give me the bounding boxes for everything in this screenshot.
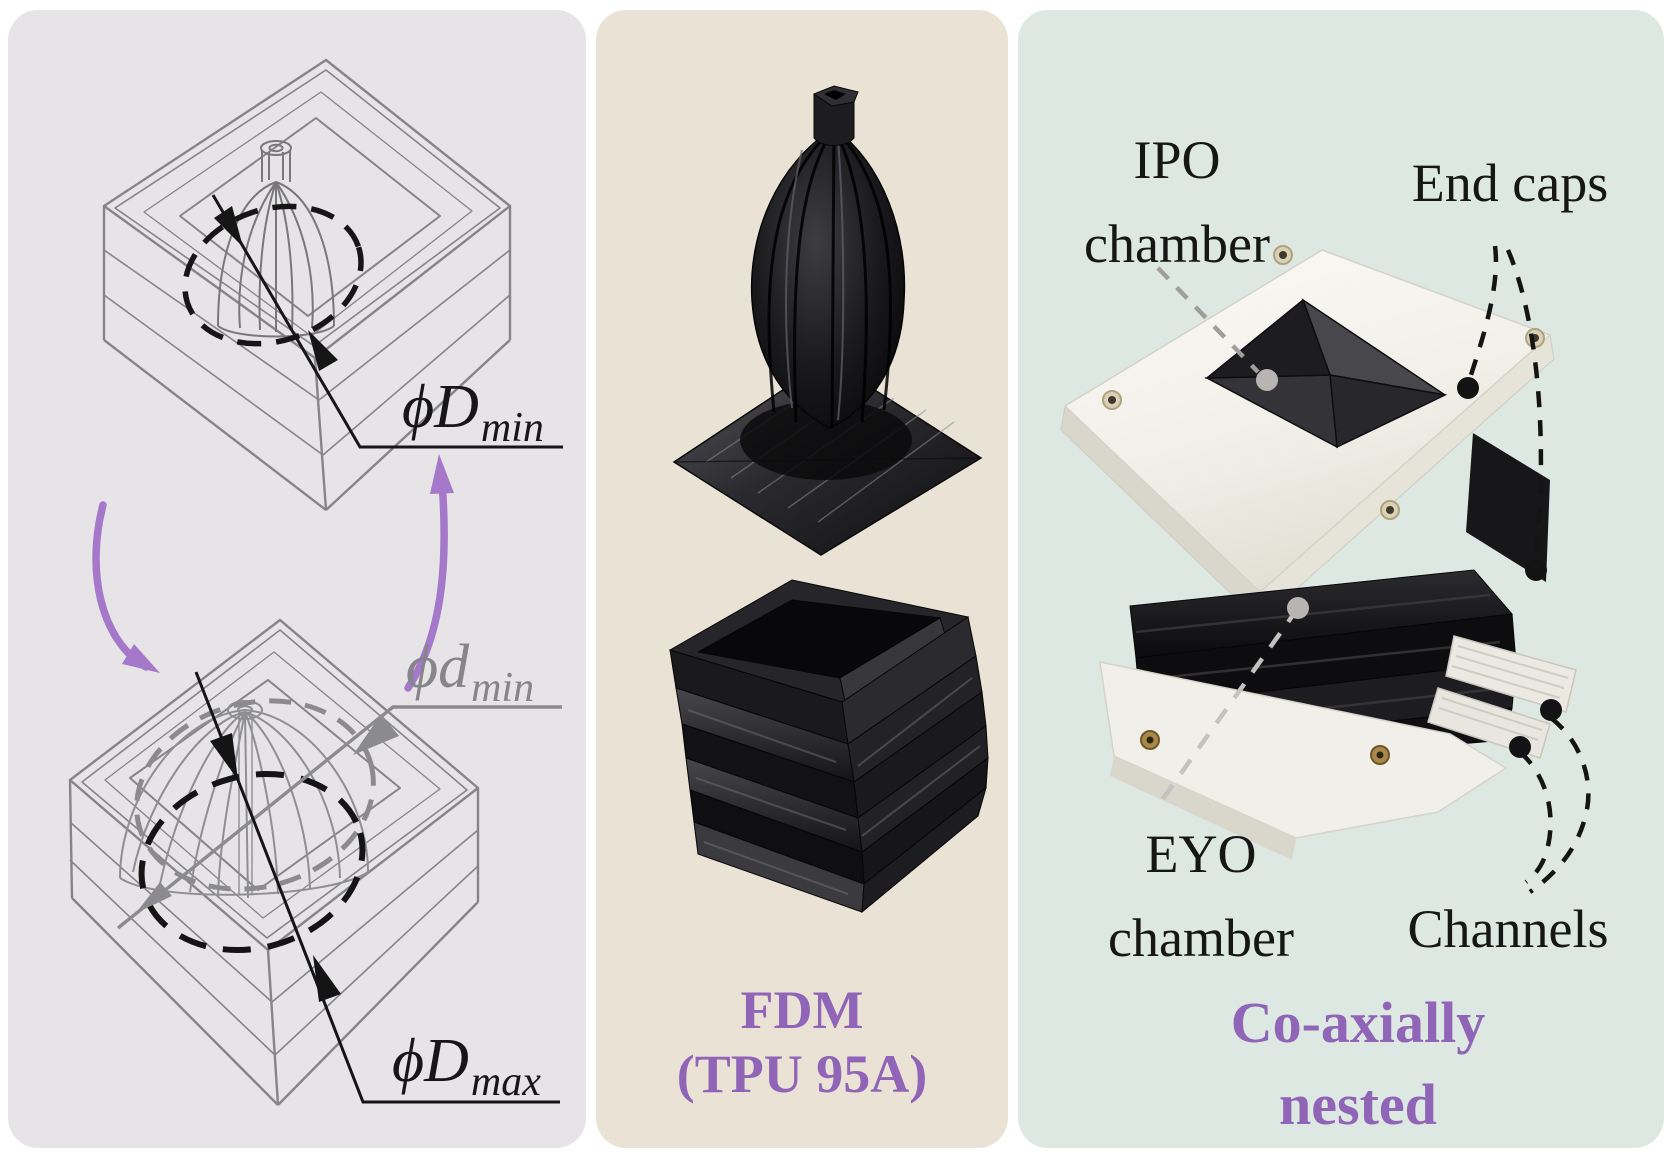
cap-screw-holes [1102,245,1545,520]
dimension-arrow-dsmall-min [116,705,562,930]
label-channels: Channels [1407,899,1609,959]
channel-opening-2 [1509,736,1531,758]
dim-label-dsmall-min-main: ϕd [406,633,470,701]
caption-fdm-line2: (TPU 95A) [676,1044,928,1104]
label-ipo-chamber: IPO chamber [1047,118,1307,286]
panel-assembled-actuator: IPO chamber End caps EYO chamber Channel… [1018,10,1664,1148]
dim-label-dmin-main: ϕD [402,373,479,441]
air-channel-tubes [1427,635,1577,759]
wireframe-box-collapsed [102,58,512,511]
cycle-arrow-up [404,454,454,692]
label-eyo-chamber: EYO chamber [1071,812,1331,980]
bellows-sheen [687,677,981,895]
wireframe-box-expanded [68,618,480,1106]
actuator-bottom-cap [1099,661,1508,860]
caption-fdm-line1: FDM [740,980,864,1040]
dashed-circle-dsmall-min [134,698,376,892]
label-eyo-line1: EYO [1145,824,1257,884]
ipo-pyramid [1204,298,1448,449]
eyo-bellows-print [668,579,989,914]
leader-ipo [1156,266,1260,374]
dim-label-dmax: ϕDmax [392,1026,541,1105]
bladder-ridges [767,126,893,429]
printed-parts-photo [668,85,989,914]
actuator-bellows-upper [1466,433,1550,582]
ipo-bladder-print [672,85,983,556]
dimension-arrow-dmax [194,671,560,1104]
label-eyo-line2: chamber [1108,908,1294,968]
end-cap-dot-bottom [1525,559,1547,581]
leader-channels [1518,716,1591,894]
cycle-arrow-down [92,501,160,673]
label-end-caps: End caps [1411,153,1609,213]
ipo-pointer-dot [1256,369,1278,391]
dashed-circle-dmin [182,203,364,347]
label-ipo-line2: chamber [1084,214,1270,274]
caption-nested-line2: nested [1279,1072,1437,1137]
dimension-arrow-dmin [211,194,563,449]
caption-co-axially-nested: Co-axially nested [1198,982,1518,1146]
origami-dome-expanded [119,700,369,899]
dim-label-dmax-main: ϕD [392,1027,469,1095]
end-cap-dot-top [1457,377,1479,399]
eyo-pointer-dot [1287,597,1309,619]
bladder-body [750,127,906,429]
bladder-highlights [785,137,845,421]
dim-label-dmin: ϕDmin [402,372,544,451]
channel-opening-1 [1540,699,1562,721]
panel-cad-design: ϕDmin ϕdmin ϕDmax [8,10,586,1148]
dim-label-dsmall-min-sub: min [471,665,535,711]
actuator-photo [1060,245,1591,894]
actuator-top-cap [1060,245,1555,620]
caption-fdm: FDM (TPU 95A) [596,978,1008,1106]
caption-nested-line1: Co-axially [1230,990,1486,1055]
dashed-circle-dmax [138,771,366,953]
dim-label-dmax-sub: max [470,1059,541,1105]
flange-screws [1140,730,1390,765]
dim-label-dmin-sub: min [480,405,544,451]
label-ipo-line1: IPO [1133,130,1221,190]
leader-eyo [1153,606,1300,812]
dim-label-dsmall-min: ϕdmin [406,632,534,711]
leader-end-caps [1467,245,1544,559]
cad-wireframe-drawing [68,58,563,1106]
bladder-inlet-hole [824,90,846,100]
panel-fdm-parts: FDM (TPU 95A) [596,10,1008,1148]
bladder-shadow [740,400,912,480]
